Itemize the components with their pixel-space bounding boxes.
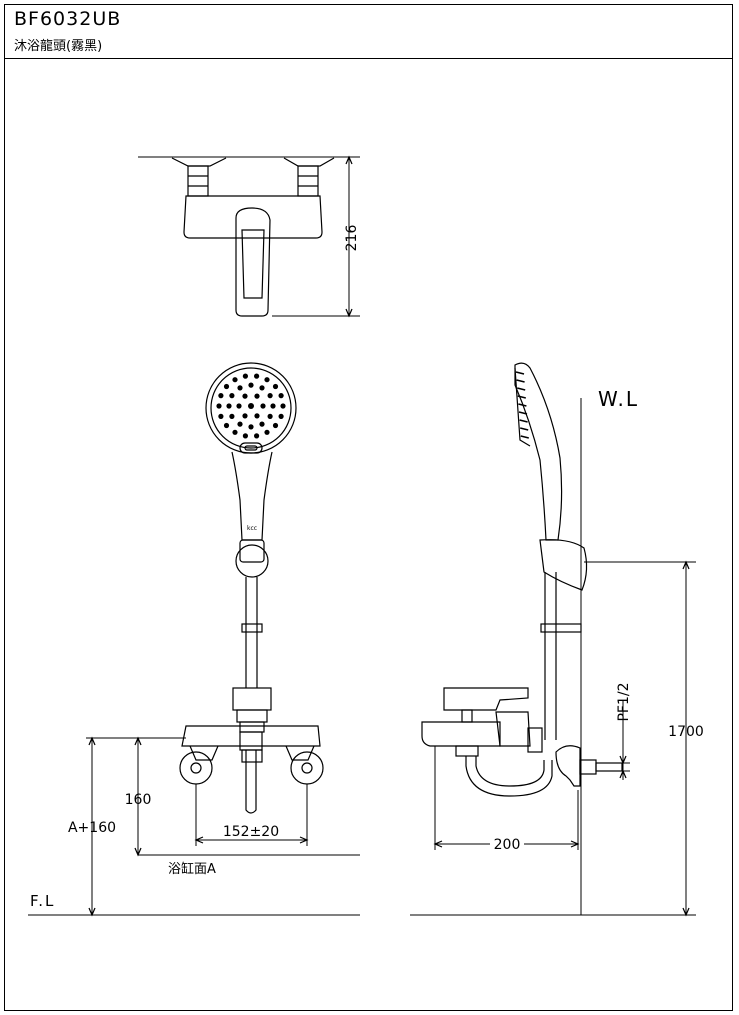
nozzle-dot: [232, 377, 238, 383]
side-nozzle-tick: [518, 403, 527, 407]
nozzle-dot: [272, 383, 279, 390]
nozzle-dot: [260, 403, 266, 409]
nozzle-dot: [254, 413, 260, 419]
nozzle-dot: [242, 433, 248, 439]
title-block: [4, 4, 733, 58]
nozzle-dot: [248, 424, 254, 430]
nozzle-dot: [254, 393, 260, 399]
side-nozzle-tick: [515, 371, 525, 375]
side-nozzle-tick: [517, 387, 526, 391]
brand-mark: kcc: [247, 525, 257, 532]
nozzle-dot: [278, 413, 284, 419]
dim-200: 200: [494, 837, 521, 853]
nozzle-dot: [229, 393, 235, 399]
dim-152: 152±20: [223, 824, 279, 840]
nozzle-dot: [223, 383, 230, 390]
side-nozzle-tick: [518, 411, 528, 415]
nozzle-dot: [237, 385, 243, 391]
side-nozzle-tick: [520, 427, 529, 431]
nozzle-dot: [232, 429, 238, 435]
drawing-frame: [4, 58, 733, 1011]
product-name: 沐浴龍頭(霧黑): [14, 39, 103, 54]
nozzle-dot: [242, 373, 248, 379]
nozzle-dot: [259, 421, 265, 427]
nozzle-dot: [267, 393, 273, 399]
front-view: kcc: [28, 362, 360, 917]
model-number: BF6032UB: [14, 8, 122, 30]
dim-pf12: PF1/2: [616, 682, 632, 721]
dim-1700: 1700: [668, 724, 704, 740]
nozzle-dot: [218, 393, 224, 399]
dim-160: 160: [125, 792, 152, 808]
bathtub-surface-label: 浴缸面A: [168, 861, 216, 877]
side-nozzle-tick: [517, 395, 526, 399]
nozzle-dot: [216, 403, 222, 409]
nozzle-dot: [242, 413, 248, 419]
nozzle-dot: [226, 403, 232, 409]
nozzle-dot: [264, 429, 270, 435]
shower-nozzles: [216, 373, 286, 439]
nozzle-dot: [237, 421, 243, 427]
side-view: W.L: [410, 362, 704, 917]
floor-line-label: F.L: [30, 892, 55, 910]
nozzle-dot: [223, 422, 230, 429]
nozzle-dot: [264, 377, 270, 383]
dim-a-plus-160: A+160: [68, 820, 116, 836]
nozzle-dot: [278, 393, 284, 399]
nozzle-dot: [272, 422, 279, 429]
side-nozzle-tick: [519, 419, 528, 423]
nozzle-dot: [254, 373, 260, 379]
side-nozzle-tick: [520, 435, 529, 439]
nozzle-dot: [218, 413, 224, 419]
nozzle-dot: [248, 403, 254, 409]
side-nozzle-tick: [516, 379, 525, 383]
wall-line-label: W.L: [598, 387, 639, 411]
nozzle-dot: [248, 382, 254, 388]
top-view: 216: [138, 155, 360, 318]
nozzle-dot: [280, 403, 286, 409]
nozzle-dot: [267, 413, 273, 419]
nozzle-dot: [254, 433, 260, 439]
nozzle-dot: [242, 393, 248, 399]
nozzle-dot: [236, 403, 242, 409]
dim-216: 216: [344, 225, 360, 252]
nozzle-dot: [270, 403, 276, 409]
nozzle-dot: [229, 413, 235, 419]
nozzle-dot: [259, 385, 265, 391]
